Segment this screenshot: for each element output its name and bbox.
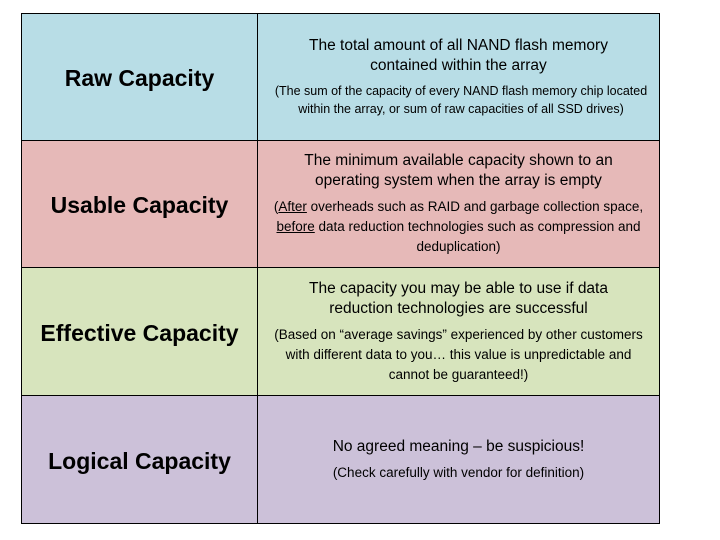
note-before-word: before xyxy=(276,219,315,234)
note-end-text: data reduction technologies such as comp… xyxy=(314,219,641,254)
term-cell: Effective Capacity xyxy=(21,267,258,396)
term-cell: Logical Capacity xyxy=(21,395,258,524)
term-usable-capacity: Usable Capacity xyxy=(50,192,229,218)
definition-raw-capacity: The total amount of all NAND flash memor… xyxy=(309,37,608,74)
definition-cell: The minimum available capacity shown to … xyxy=(257,140,660,268)
note-usable-capacity: (After overheads such as RAID and garbag… xyxy=(258,197,659,257)
table-row-logical-capacity: Logical Capacity No agreed meaning – be … xyxy=(21,395,660,524)
term-effective-capacity: Effective Capacity xyxy=(40,319,239,346)
note-after-word: After xyxy=(278,199,307,214)
table-row-raw-capacity: Raw Capacity The total amount of all NAN… xyxy=(21,13,660,141)
note-logical-capacity: (Check carefully with vendor for definit… xyxy=(332,464,585,480)
term-raw-capacity: Raw Capacity xyxy=(64,65,215,91)
table-row-usable-capacity: Usable Capacity The minimum available ca… xyxy=(21,140,660,268)
definition-cell: The capacity you may be able to use if d… xyxy=(257,267,660,396)
term-logical-capacity: Logical Capacity xyxy=(48,447,231,474)
note-effective-capacity: (Based on “average savings” experienced … xyxy=(274,326,643,382)
definition-effective-capacity: The capacity you may be able to use if d… xyxy=(309,279,608,317)
table-row-effective-capacity: Effective Capacity The capacity you may … xyxy=(21,267,660,396)
capacity-definitions-table: Raw Capacity The total amount of all NAN… xyxy=(21,13,660,524)
definition-cell: The total amount of all NAND flash memor… xyxy=(257,13,660,141)
note-open-paren: ( xyxy=(273,199,279,214)
definition-cell: No agreed meaning – be suspicious! (Chec… xyxy=(257,395,660,524)
note-raw-capacity: (The sum of the capacity of every NAND f… xyxy=(274,84,648,116)
note-middle-text: overheads such as RAID and garbage colle… xyxy=(306,199,644,214)
definition-logical-capacity: No agreed meaning – be suspicious! xyxy=(332,437,585,455)
term-cell: Raw Capacity xyxy=(21,13,258,141)
term-cell: Usable Capacity xyxy=(21,140,258,268)
definition-usable-capacity: The minimum available capacity shown to … xyxy=(304,152,613,189)
